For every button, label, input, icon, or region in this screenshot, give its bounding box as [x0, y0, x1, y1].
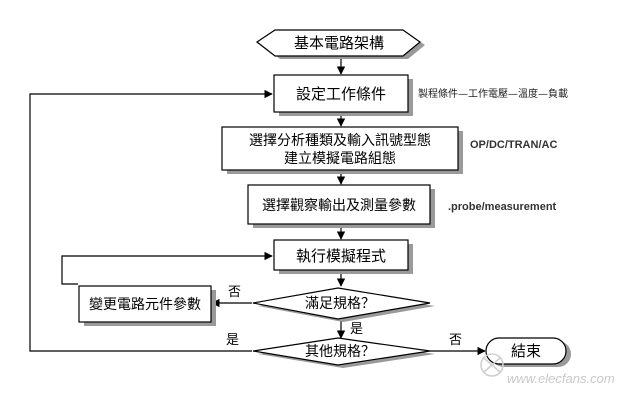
select-analysis-label-line1: 選擇分析種類及輸入訊號型態 — [249, 133, 431, 149]
watermark: www.elecfans.com — [480, 353, 615, 386]
select-analysis-node: 選擇分析種類及輸入訊號型態 建立模擬電路組態 — [221, 126, 463, 174]
set-conditions-label: 設定工作條件 — [296, 85, 386, 103]
watermark-text: www.elecfans.com — [507, 371, 615, 386]
start-label: 基本電路架構 — [294, 34, 384, 52]
other-yes-label: 是 — [226, 333, 239, 348]
change-parameters-node: 變更電路元件參數 — [78, 285, 216, 326]
end-node: 結束 — [485, 337, 571, 367]
select-output-node: 選擇觀察輸出及測量參數 — [247, 184, 435, 228]
edge-other-yes-back-to-conditions — [29, 89, 273, 352]
meets-no-label: 否 — [228, 285, 241, 300]
meets-yes-label: 是 — [350, 322, 363, 337]
run-simulation-label: 執行模擬程式 — [296, 247, 386, 265]
select-output-label: 選擇觀察輸出及測量參數 — [262, 197, 416, 214]
edge-change-back-to-run — [61, 251, 273, 285]
meets-spec-label: 滿足規格？ — [305, 296, 375, 312]
output-note: .probe/measurement — [448, 201, 557, 213]
start-node: 基本電路架構 — [255, 29, 425, 59]
watermark-logo-icon — [480, 353, 504, 377]
other-no-label: 否 — [449, 333, 462, 348]
end-label: 結束 — [511, 342, 541, 360]
meets-spec-decision: 滿足規格？ — [252, 287, 435, 322]
select-analysis-label-line2: 建立模擬電路組態 — [284, 151, 396, 167]
other-spec-label: 其他規格？ — [305, 344, 375, 360]
other-spec-decision: 其他規格？ — [252, 337, 435, 368]
run-simulation-node: 執行模擬程式 — [273, 239, 413, 274]
change-parameters-label: 變更電路元件參數 — [89, 297, 201, 313]
set-conditions-node: 設定工作條件 — [273, 74, 413, 116]
analysis-note: OP/DC/TRAN/AC — [470, 139, 557, 151]
conditions-note: 製程條件—工作電壓—溫度—負載 — [418, 87, 568, 100]
